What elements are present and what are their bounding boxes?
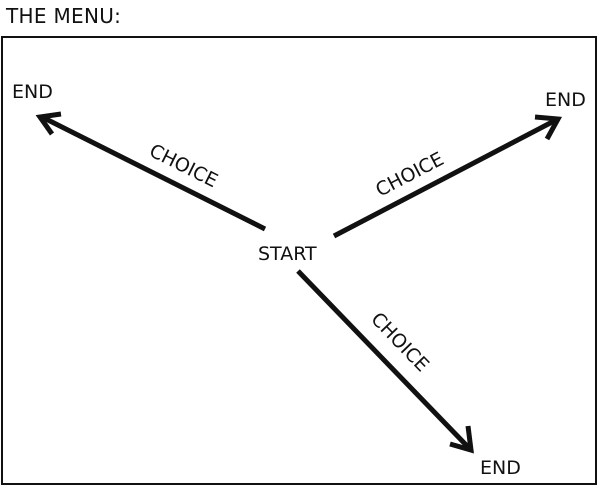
arrow-lower-right [296,269,474,454]
arrow-upper-right [332,114,563,239]
arrow-upper-left [35,111,267,232]
end-node-label-bottom: END [480,457,521,479]
diagram-frame [1,36,597,485]
edge-label-choice-right: CHOICE [372,148,447,201]
end-node-label-upper-right: END [545,89,586,111]
page-title: THE MENU: [6,4,122,28]
edge-label-choice-bottom: CHOICE [366,308,433,376]
edge-label-choice-left: CHOICE [146,140,221,192]
start-node-label: START [258,243,317,265]
end-node-label-upper-left: END [12,81,53,103]
